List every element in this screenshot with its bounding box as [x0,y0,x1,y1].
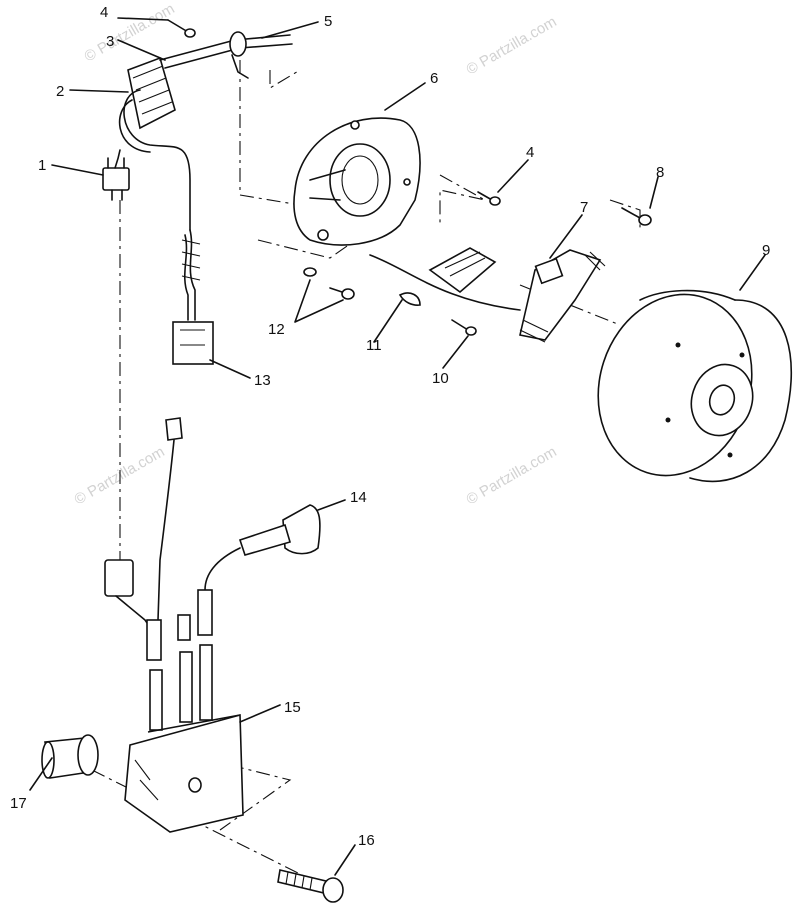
regulator-part-2 [114,56,191,231]
callout-8: 8 [656,164,664,181]
callout-9: 9 [762,242,770,259]
callout-17: 17 [10,795,27,812]
callout-14: 14 [350,489,367,506]
callout-7: 7 [580,199,588,216]
lead-wire [104,417,191,661]
bolt-part-16 [277,869,344,903]
stator-plate-part-6 [293,117,421,246]
pickup-coil-part-11 [369,247,521,311]
wire-clamp-part-5 [159,31,293,79]
callout-1: 1 [38,157,46,174]
callout-4-right: 4 [526,144,534,161]
callout-leaders [29,17,766,876]
ignition-coil-part-15 [124,644,244,833]
callout-5: 5 [324,13,332,30]
callout-10: 10 [432,370,449,387]
callout-11: 11 [366,337,382,354]
watermark: © Partzilla.com [464,443,560,508]
watermark: © Partzilla.com [82,0,178,65]
watermark: © Partzilla.com [464,13,560,78]
screw-part-12 [303,267,355,300]
spark-plug-cap-part-14 [197,504,321,636]
screw-part-8 [621,207,652,226]
screw-part-4-right [477,191,501,206]
harness-connector-part-13 [172,229,214,365]
callout-2: 2 [56,83,64,100]
callout-13: 13 [254,372,271,389]
connector-part-1 [102,157,130,201]
callout-12: 12 [268,321,285,338]
screw-part-10 [451,319,477,336]
callout-4: 4 [100,4,108,21]
callout-labels: 1 2 3 4 5 6 4 7 8 9 10 11 12 13 14 15 16… [10,4,770,849]
bushing-part-17 [41,734,99,779]
callout-6: 6 [430,70,438,87]
flywheel-part-9 [597,289,793,483]
callout-15: 15 [284,699,301,716]
callout-3: 3 [106,33,114,50]
screw-part-4-top [167,19,196,38]
charging-coil-part-7 [519,249,606,343]
callout-16: 16 [358,832,375,849]
